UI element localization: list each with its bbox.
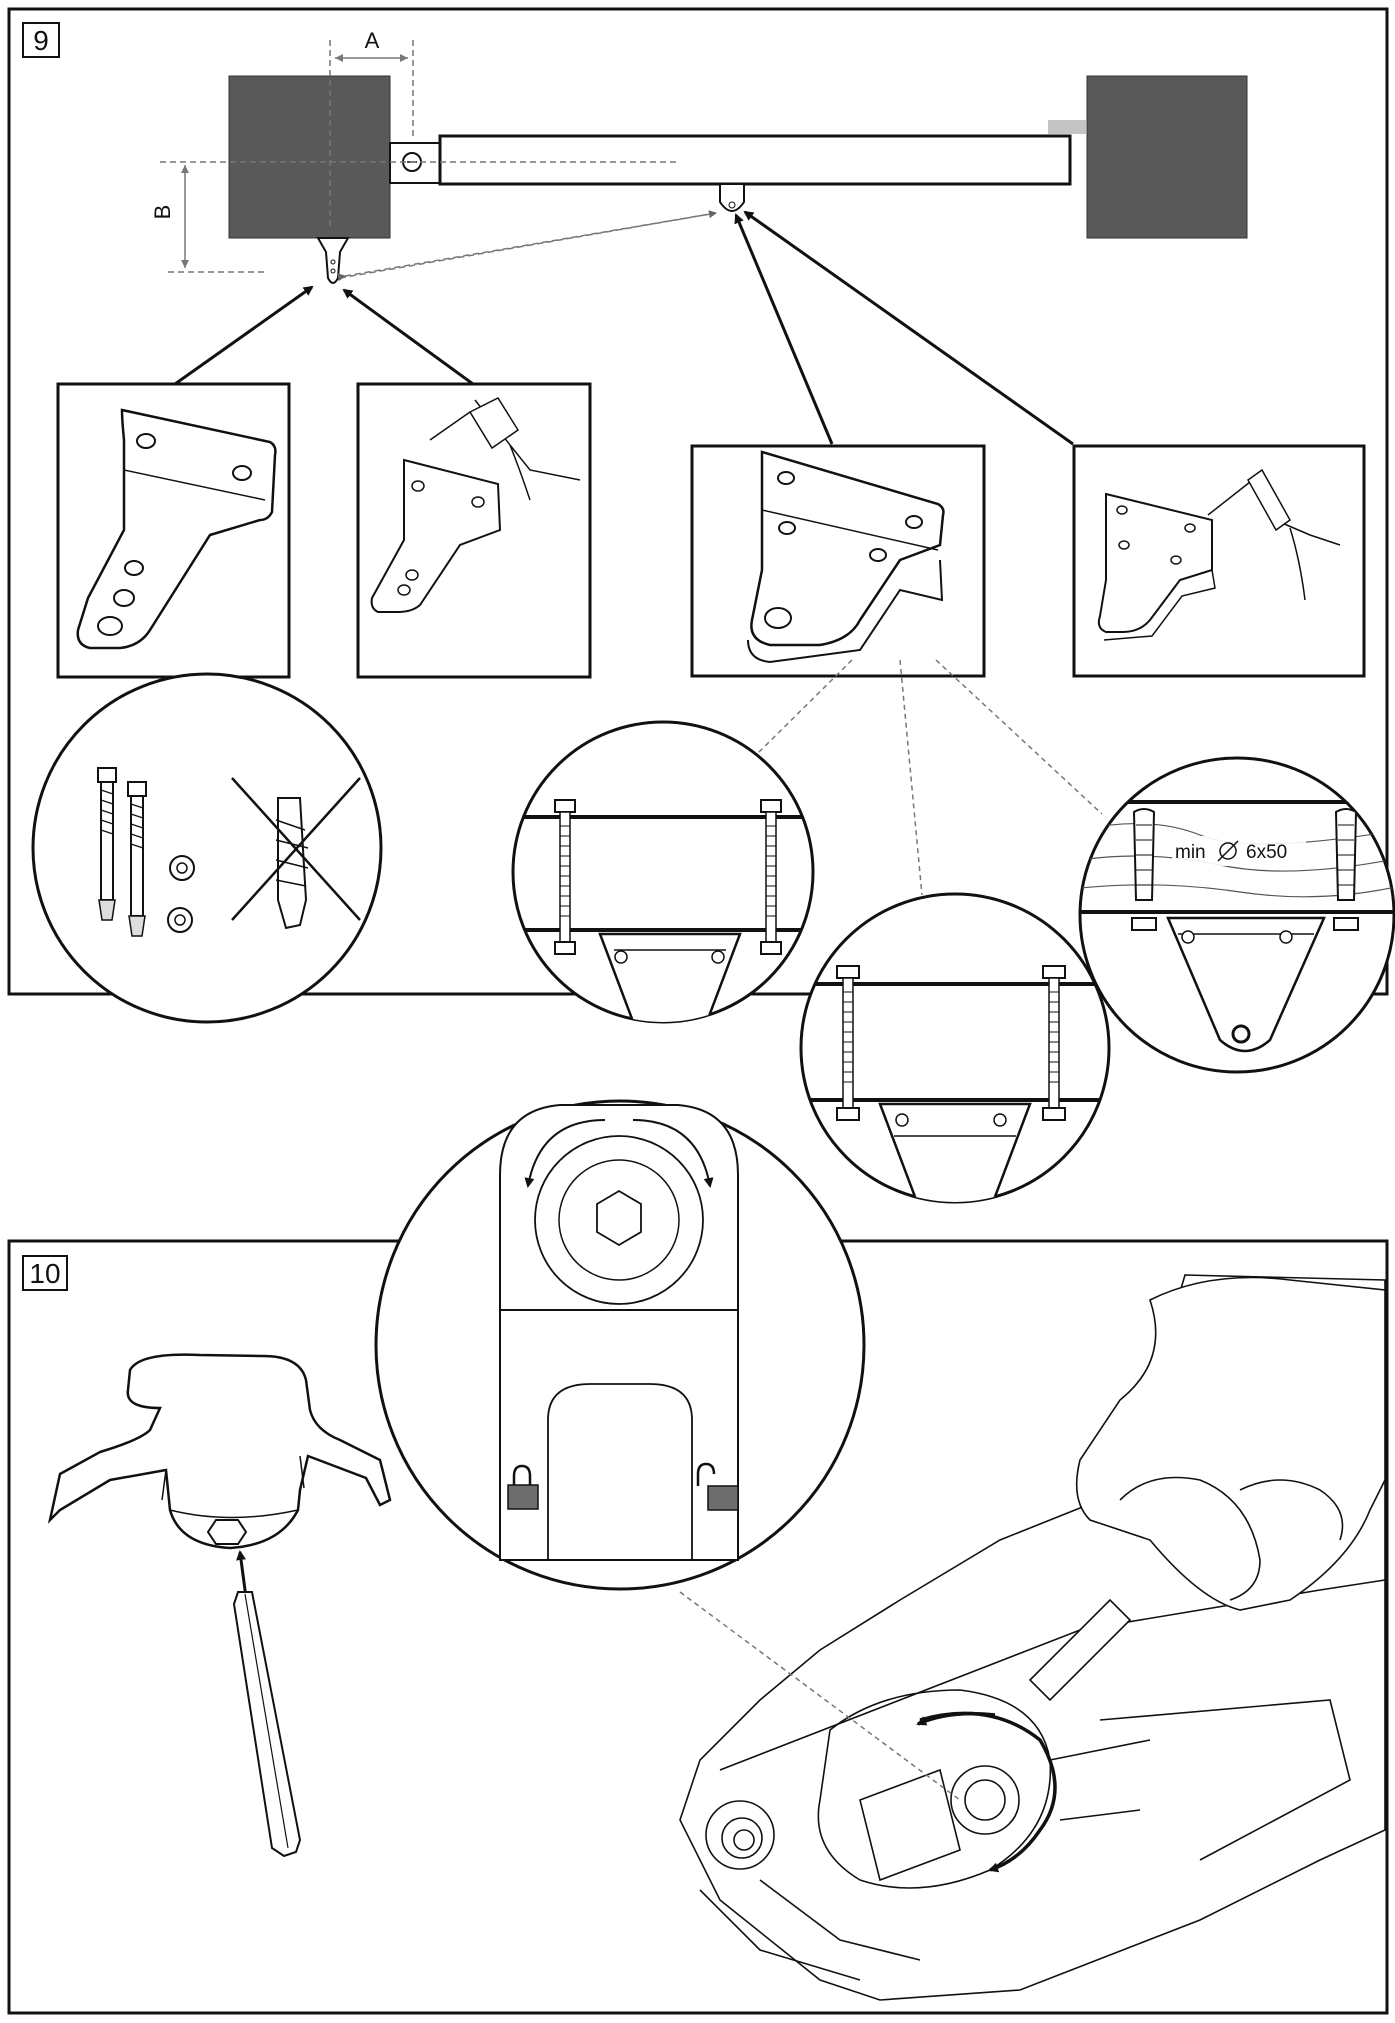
rotate-arrow-icon xyxy=(524,1119,714,1188)
hex-key-icon xyxy=(232,1591,302,1858)
screw-spec-prefix: min xyxy=(1175,842,1206,863)
padlock-icon xyxy=(696,1462,739,1511)
screw-spec-size: 6x50 xyxy=(1246,842,1287,863)
bracket-detail-box xyxy=(56,382,291,679)
anchor-bolts-circle xyxy=(31,672,383,1024)
through-bolts-circle-alt xyxy=(799,892,1111,1204)
wood-screws-circle: min 6x50 xyxy=(1078,756,1395,1074)
dimension-b-label: B xyxy=(150,205,175,220)
zoom-leader-line xyxy=(679,1591,961,1801)
step-9-number: 9 xyxy=(33,25,49,56)
dimension-a-label: A xyxy=(365,28,380,53)
cross-out-icon xyxy=(231,777,361,921)
hinge-post xyxy=(228,75,391,239)
opener-arm xyxy=(389,134,1072,212)
step-10-panel: 10 xyxy=(7,1099,1389,2015)
lock-detail-circle xyxy=(374,1099,866,1591)
double-bracket-box xyxy=(690,444,986,678)
padlock-icon xyxy=(507,1464,539,1510)
through-bolts-circle xyxy=(511,720,815,1024)
step-9-panel: 9 A B xyxy=(7,7,1395,1074)
weld-double-bracket-box xyxy=(1072,444,1366,678)
hand-with-key xyxy=(1028,1276,1386,1702)
arrow-icon xyxy=(174,210,1074,446)
rotate-arrow-icon xyxy=(916,1711,1057,1873)
gate-stub xyxy=(1048,120,1086,134)
diameter-icon xyxy=(1217,840,1239,862)
step-10-number: 10 xyxy=(29,1258,60,1289)
weld-bracket-box xyxy=(356,382,592,679)
post-bracket xyxy=(316,237,350,284)
gate-post xyxy=(1086,75,1248,239)
release-cap xyxy=(47,1353,392,1550)
